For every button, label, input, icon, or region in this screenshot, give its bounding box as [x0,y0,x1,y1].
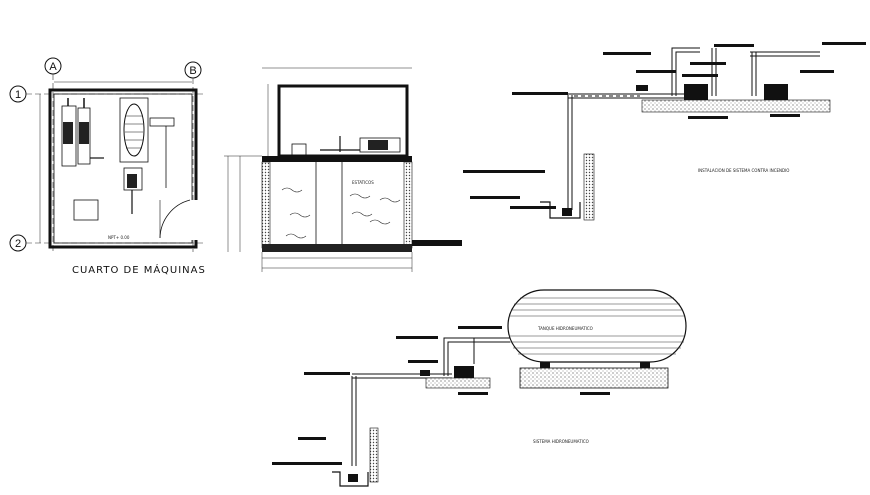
fire-pump-1 [684,84,708,100]
equipment-base [73,199,99,221]
svg-text:TANQUE HIDRONEUMATICO: TANQUE HIDRONEUMATICO [537,326,593,331]
door-swing [159,199,191,239]
pump-small-plan [123,167,143,214]
machine-room-title: CUARTO DE MÁQUINAS [72,263,206,276]
fire-pump-2 [764,84,788,100]
svg-text:1: 1 [15,89,21,101]
svg-text:A: A [49,61,57,73]
svg-text:B: B [189,65,196,77]
hydro-system-title: SISTEMA HIDRONEUMATICO [533,439,589,444]
hydro-tank-plan [119,97,175,188]
machine-room-walls [48,88,198,249]
svg-text:NPT+ 0.00: NPT+ 0.00 [108,235,130,240]
fire-system-diagram: INSTALACION DE SISTEMA CONTRA INCENDIO [463,42,866,221]
svg-text:2: 2 [15,238,21,250]
cistern-label: ESTATICOS [352,180,374,185]
pump-set-left [61,98,104,167]
fire-system-title: INSTALACION DE SISTEMA CONTRA INCENDIO [698,168,789,173]
grid-bubble-a: A [44,57,62,252]
machine-room-plan: A B 1 2 [9,57,206,276]
cistern-section: ESTATICOS [224,67,462,272]
hydro-tank-elevation: TANQUE HIDRONEUMATICO [507,289,687,363]
hydro-system-diagram: TANQUE HIDRONEUMATICO SISTE [272,289,687,487]
